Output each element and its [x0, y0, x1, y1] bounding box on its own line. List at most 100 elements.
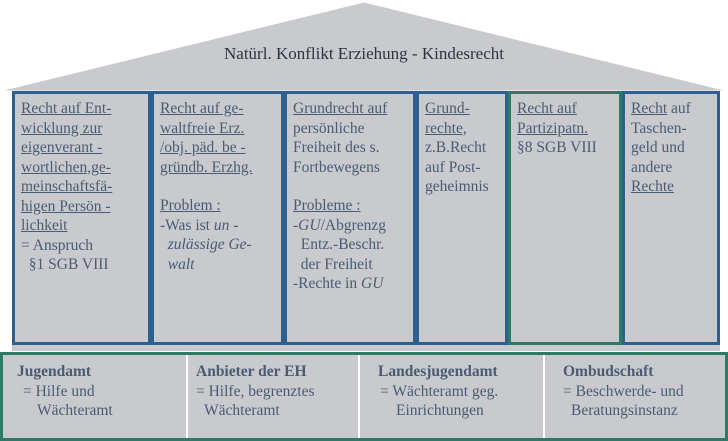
base-title: Landesjugendamt	[378, 363, 498, 380]
pillar-text: Partizipatn.	[517, 119, 589, 137]
pillar-text: gründb. Erzhg.	[160, 158, 253, 176]
pillar-text: z.B.Recht	[425, 139, 487, 156]
pillar-text: waltfreie Erz.	[160, 119, 245, 137]
pillar-line: §8 SGB VIII	[517, 138, 619, 158]
pillar-line: Recht auf Ent-	[21, 99, 148, 119]
pillar-line: -GU/Abgrenzg	[293, 216, 413, 236]
pillar-line: walt	[160, 255, 281, 275]
pillar-line	[293, 177, 413, 196]
pillar-text: Freiheit des s.	[293, 139, 380, 156]
pillar-text: lichkeit	[21, 217, 68, 234]
pillar-text: -Rechte in	[293, 275, 362, 292]
pillar-text: -	[293, 216, 299, 234]
pillar-line: auf Post-	[425, 158, 505, 178]
pillar-text-italic: GU	[298, 216, 321, 234]
divider	[358, 355, 360, 438]
pillar-text: = Anspruch	[21, 236, 94, 254]
pillar-line: Freiheit des s.	[293, 138, 413, 158]
base-line: Beratungsinstanz	[571, 402, 678, 419]
pillar-text: Grundrecht auf	[293, 100, 388, 117]
base-landesjugendamt: Landesjugendamt = Wächteramt geg. Einric…	[378, 355, 538, 438]
base-title: Anbieter der EH	[196, 363, 307, 380]
pillar-text: geld und	[631, 139, 685, 156]
pillar-line: andere	[631, 158, 717, 178]
pillar-text: eigenverant -	[21, 139, 103, 156]
pillar-text: Recht auf Ent-	[21, 100, 112, 117]
pillar-entwicklung: Recht auf Ent-wicklung zur eigenverant - w…	[12, 91, 151, 345]
pillar-gewaltfrei: Recht auf ge-waltfreie Erz. /obj. päd. be…	[151, 91, 284, 345]
pillar-text: wortlichen,ge-	[21, 158, 111, 176]
pillar-line: geld und	[631, 138, 717, 158]
pillar-line: rechte,	[425, 119, 505, 139]
pillar-text: geheimnis	[425, 178, 489, 195]
pillar-line: §1 SGB VIII	[21, 255, 148, 275]
pillar-text: Fortbewegens	[293, 158, 380, 176]
pillar-line: zulässige Ge-	[160, 235, 281, 255]
pillar-line: /obj. päd. be -	[160, 138, 281, 158]
pillar-text: zulässige Ge-	[160, 236, 252, 253]
roof-title: Natürl. Konflikt Erziehung - Kindesrecht	[224, 44, 504, 63]
pillar-line: Recht auf	[631, 99, 717, 119]
base-title: Jugendamt	[17, 363, 92, 380]
base-jugendamt: Jugendamt = Hilfe und Wächteramt	[17, 355, 177, 438]
pillar-text: Recht auf	[517, 100, 577, 117]
pillar-text: Entz.-Beschr.	[293, 236, 385, 253]
pillar-line: Recht auf ge-	[160, 99, 281, 119]
pillar-line: Entz.-Beschr.	[293, 235, 413, 255]
pillar-text: Rechte	[631, 178, 675, 195]
pillar-text: Problem :	[160, 197, 221, 214]
base-line: Wächteramt	[204, 402, 280, 419]
pillar-line: higen Persön -	[21, 197, 148, 217]
base-anbieter: Anbieter der EH = Hilfe, begrenztes Wäch…	[196, 355, 356, 438]
pillar-text: persönliche	[293, 119, 365, 137]
pillar-text: higen Persön -	[21, 197, 111, 215]
pillar-text: walt	[160, 255, 195, 273]
base-line: = Beschwerde- und	[563, 382, 684, 400]
pillar-text: Recht auf ge-	[160, 100, 244, 117]
divider	[186, 355, 188, 438]
pillar-line: wortlichen,ge-	[21, 158, 148, 178]
pillar-text: auf Post-	[425, 158, 481, 176]
pillar-text: meinschaftsfä-	[21, 178, 113, 195]
pillar-line: Probleme :	[293, 196, 413, 216]
pillar-line: gründb. Erzhg.	[160, 158, 281, 178]
pillar-text: Grund-	[425, 100, 470, 117]
pillar-line: -Was ist un -	[160, 216, 281, 236]
pillar-text: wicklung zur	[21, 119, 103, 137]
pillar-text-tail: /Abgrenzg	[320, 216, 386, 234]
pillar-text: Probleme :	[293, 197, 361, 214]
pillar-line: Fortbewegens	[293, 158, 413, 178]
pillar-text-tail: auf	[667, 100, 691, 117]
pillar-text: -Was ist	[160, 216, 214, 234]
pillar-line: = Anspruch	[21, 236, 148, 256]
base-ombudschaft: Ombudschaft = Beschwerde- und Beratungsi…	[563, 355, 728, 438]
pillar-text-italic: GU	[361, 275, 384, 292]
pillar-line: waltfreie Erz.	[160, 119, 281, 139]
pillar-text-italic: un -	[213, 216, 239, 234]
pillar-text: /obj. päd. be -	[160, 139, 246, 156]
base-line: = Wächteramt geg.	[380, 382, 499, 400]
base-line: = Hilfe und	[23, 382, 95, 400]
pillar-text: Taschen-	[631, 119, 687, 137]
pillar-line: lichkeit	[21, 216, 148, 236]
pillar-grundrechte: Grund-rechte,z.B.Recht auf Post-geheimnis	[416, 91, 508, 345]
base-title: Ombudschaft	[563, 363, 654, 380]
pillar-line: persönliche	[293, 119, 413, 139]
pillar-line: der Freiheit	[293, 255, 413, 275]
base-line: = Hilfe, begrenztes	[196, 382, 315, 400]
pillar-line: Recht auf	[517, 99, 619, 119]
divider	[543, 355, 545, 438]
pillar-line	[160, 177, 281, 196]
pillar-text: §8 SGB VIII	[517, 139, 597, 156]
pillar-line: Partizipatn.	[517, 119, 619, 139]
pillar-text: der Freiheit	[293, 255, 373, 273]
pillar-line: -Rechte in GU	[293, 274, 413, 294]
base-institutions: Jugendamt = Hilfe und Wächteramt Anbiete…	[0, 352, 728, 441]
pillar-text: andere	[631, 158, 673, 176]
base-line: Einrichtungen	[396, 402, 484, 419]
pillar-line: Grund-	[425, 99, 505, 119]
pillar-line: meinschaftsfä-	[21, 177, 148, 197]
pillar-text: Recht	[631, 100, 668, 117]
